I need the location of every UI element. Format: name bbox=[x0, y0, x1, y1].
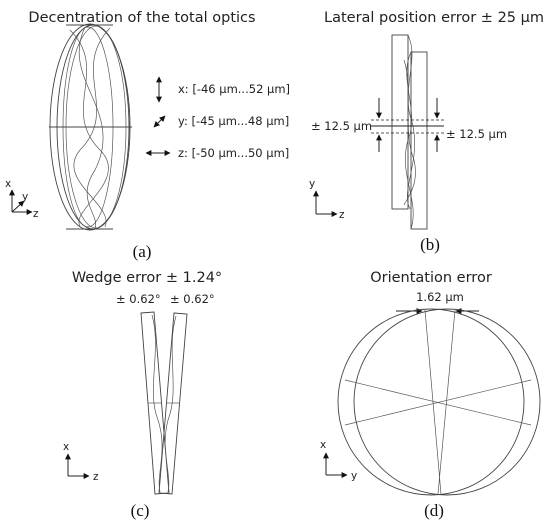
lateral-shift-drawing bbox=[391, 34, 428, 230]
axis-triad-b: y z bbox=[309, 178, 345, 221]
right-wedge-angle: ± 0.62° bbox=[170, 292, 215, 306]
x-range-label: x: [-46 µm...52 µm] bbox=[178, 82, 290, 96]
panel-a-title: Decentration of the total optics bbox=[28, 10, 255, 26]
panel-b-caption: (b) bbox=[420, 235, 440, 254]
panel-b-title: Lateral position error ± 25 µm bbox=[324, 10, 544, 26]
z-range-label: z: [-50 µm...50 µm] bbox=[178, 146, 289, 160]
axis-c-horizontal-label: z bbox=[93, 471, 99, 483]
panel-c-title: Wedge error ± 1.24° bbox=[72, 270, 222, 286]
axis-triad-a: x y z bbox=[5, 178, 39, 220]
axis-b-horizontal-label: z bbox=[339, 209, 345, 221]
wedge-drawing bbox=[140, 311, 188, 495]
axis-triad-d: x y bbox=[320, 439, 357, 482]
panel-c: Wedge error ± 1.24° ± 0.62° ± 0.62° x z … bbox=[63, 270, 222, 520]
right-offset-label: ± 12.5 µm bbox=[446, 127, 507, 141]
axis-a-diagonal-label: y bbox=[22, 191, 28, 203]
left-offset-label: ± 12.5 µm bbox=[311, 119, 372, 133]
orientation-offset-label: 1.62 µm bbox=[416, 290, 464, 304]
panel-a: Decentration of the total optics x: [-46… bbox=[5, 10, 290, 261]
panel-a-caption: (a) bbox=[133, 242, 152, 261]
axis-d-horizontal-label: y bbox=[351, 470, 357, 482]
panel-c-caption: (c) bbox=[131, 501, 150, 520]
axis-a-horizontal-label: z bbox=[33, 208, 39, 220]
axis-a-vertical-label: x bbox=[5, 178, 11, 190]
panel-d-title: Orientation error bbox=[370, 270, 492, 286]
axis-triad-c: x z bbox=[63, 441, 99, 483]
y-direction-arrow bbox=[153, 115, 166, 128]
left-wedge-angle: ± 0.62° bbox=[116, 292, 161, 306]
panel-d: Orientation error 1.62 µm x y (d) bbox=[320, 270, 541, 520]
orientation-circles-drawing bbox=[337, 308, 541, 496]
panel-d-caption: (d) bbox=[424, 501, 444, 520]
panel-b: Lateral position error ± 25 µm ± 12.5 µm… bbox=[309, 10, 544, 254]
axis-c-vertical-label: x bbox=[63, 441, 69, 453]
y-range-label: y: [-45 µm...48 µm] bbox=[178, 114, 289, 128]
axis-d-vertical-label: x bbox=[320, 439, 326, 451]
lens-stack-drawing bbox=[49, 23, 132, 231]
axis-b-vertical-label: y bbox=[309, 178, 315, 190]
